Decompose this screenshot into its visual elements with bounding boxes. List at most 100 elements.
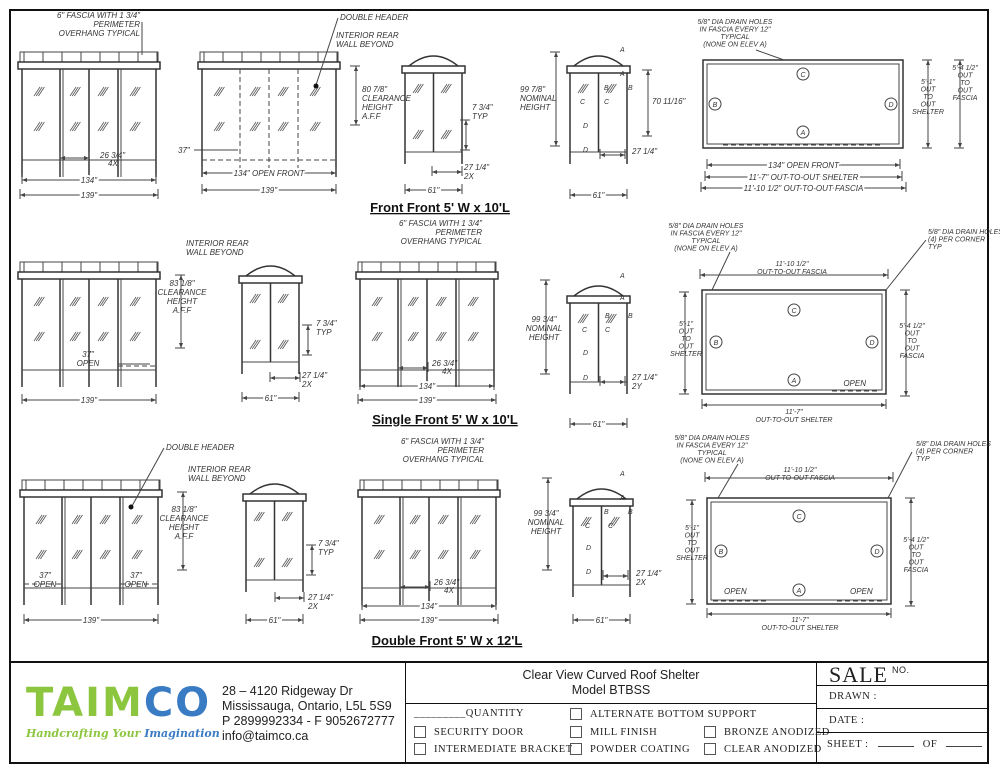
depth-fascia-label: FASCIA: [904, 567, 929, 574]
sheet-total-blank[interactable]: [946, 746, 983, 747]
hatch-line: [71, 296, 79, 307]
hatch-line: [435, 331, 443, 342]
checkbox[interactable]: [414, 726, 426, 738]
glass-hatch-icon: [440, 129, 452, 140]
double-header-note: DOUBLE HEADER: [340, 13, 409, 22]
option-mill-finish[interactable]: MILL FINISH: [570, 726, 657, 738]
checkbox[interactable]: [570, 708, 582, 720]
glass-hatch-icon: [435, 296, 447, 307]
hatch-line: [76, 549, 83, 560]
hatch-line: [213, 121, 221, 132]
nominal-height-label: 99 3/4": [531, 315, 557, 324]
glass-hatch-icon: [129, 86, 141, 97]
corner-drain-note: 5/8" DIA DRAIN HOLES: [928, 229, 1000, 236]
bottom-height-label: TYP: [472, 112, 488, 121]
glass-hatch-icon: [131, 549, 143, 560]
glass-hatch-icon: [437, 549, 449, 560]
drawn-field[interactable]: DRAWN :: [817, 686, 987, 709]
hatch-line: [254, 339, 261, 350]
sheet-number-blank[interactable]: [877, 746, 914, 747]
drain-holes-note: (NONE ON ELEV A): [674, 246, 738, 253]
hatch-line: [411, 514, 419, 525]
option-clear-anodized[interactable]: CLEAR ANODIZED: [704, 743, 822, 755]
glass-hatch-icon: [373, 549, 385, 560]
glass-hatch-icon: [277, 293, 289, 304]
address-city: Mississauga, Ontario, L5L 5S9: [222, 699, 392, 713]
hatch-line: [442, 549, 449, 560]
title-block: [11, 661, 987, 764]
option-powder-coating[interactable]: POWDER COATING: [570, 743, 690, 755]
drain-holes-note: 5/8" DIA DRAIN HOLES: [669, 223, 744, 230]
option-intermediate-bracket[interactable]: INTERMEDIATE BRACKET: [414, 743, 573, 755]
elevation-marker: [884, 97, 898, 111]
hatch-line: [104, 514, 111, 525]
hatch-line: [445, 83, 452, 94]
panel-width-label: 26 3/4": [99, 151, 126, 160]
clearance-label: 83 1/8": [171, 505, 197, 514]
hatch-line: [38, 331, 45, 342]
option-alternate-bottom-support[interactable]: ALTERNATE BOTTOM SUPPORT: [570, 708, 757, 720]
hatch-line: [469, 549, 477, 560]
clearance-label: HEIGHT: [169, 523, 200, 532]
hatch-line: [215, 86, 223, 97]
section-title: Double Front 5' W x 12'L: [372, 633, 523, 648]
hatch-line: [213, 86, 221, 97]
hatch-line: [582, 516, 590, 527]
sheet-label: SHEET :: [827, 739, 869, 750]
fascia-note: OVERHANG TYPICAL: [59, 29, 140, 38]
quantity-field[interactable]: _________QUANTITY: [414, 708, 524, 719]
depth-shelter-label: SHELTER: [912, 109, 944, 116]
hatch-line: [71, 514, 79, 525]
bottom-height-label: 7 3/4": [472, 103, 494, 112]
checkbox[interactable]: [570, 726, 582, 738]
depth-shelter-label: OUT: [921, 87, 937, 94]
clearance-label: A.F.F: [361, 112, 382, 121]
half-width-label: 27 1/4": [631, 147, 658, 156]
drawing-frame: [9, 9, 989, 764]
open-width-label: 37": [178, 146, 191, 155]
option-bronze-anodized[interactable]: BRONZE ANODIZED: [704, 726, 830, 738]
sheet-field[interactable]: SHEET : OF: [817, 733, 987, 762]
section-mark: C: [605, 327, 611, 334]
elevation-marker: [714, 544, 728, 558]
hatch-line: [607, 83, 615, 94]
date-field[interactable]: DATE :: [817, 709, 987, 733]
hatch-line: [97, 296, 105, 307]
shelter-length-label: OUT-TO-OUT SHELTER: [756, 417, 833, 424]
elevation-marker-label: B: [719, 549, 724, 556]
depth-fascia-label: OUT: [909, 545, 925, 552]
checkbox[interactable]: [414, 743, 426, 755]
fascia-note: 6" FASCIA WITH 1 3/4": [401, 437, 485, 446]
hatch-line: [445, 129, 452, 140]
open-label: OPEN: [850, 587, 873, 596]
options-panel: _________QUANTITY ALTERNATE BOTTOM SUPPO…: [406, 704, 829, 762]
depth-shelter-label: OUT: [679, 329, 695, 336]
depth-fascia-label: TO: [911, 552, 921, 559]
hatch-line: [131, 331, 139, 342]
checkbox[interactable]: [570, 743, 582, 755]
elevation-marker-label: D: [888, 102, 893, 109]
hatch-line: [74, 86, 81, 97]
hatch-line: [283, 511, 291, 522]
hatch-line: [277, 121, 285, 132]
email-link[interactable]: info@taimco.ca: [222, 729, 309, 743]
option-security-door[interactable]: SECURITY DOOR: [414, 726, 524, 738]
hatch-line: [412, 331, 419, 342]
glass-hatch-icon: [35, 514, 47, 525]
hatch-line: [610, 83, 617, 94]
hatch-line: [101, 514, 109, 525]
logo-text-green: TAIM: [26, 680, 144, 726]
section-mark: C: [608, 523, 614, 530]
checkbox[interactable]: [704, 726, 716, 738]
checkbox[interactable]: [704, 743, 716, 755]
section-mark: D: [583, 375, 588, 382]
hatch-line: [99, 549, 107, 560]
curved-roof: [573, 285, 624, 297]
inner-width-label: 134": [419, 382, 436, 391]
hatch-line: [375, 549, 383, 560]
fascia-length-label: 11'-10 1/2": [784, 467, 817, 474]
hatch-line: [131, 86, 139, 97]
hatch-line: [281, 511, 289, 522]
hatch-line: [73, 549, 81, 560]
elevation-marker-label: D: [869, 340, 874, 347]
